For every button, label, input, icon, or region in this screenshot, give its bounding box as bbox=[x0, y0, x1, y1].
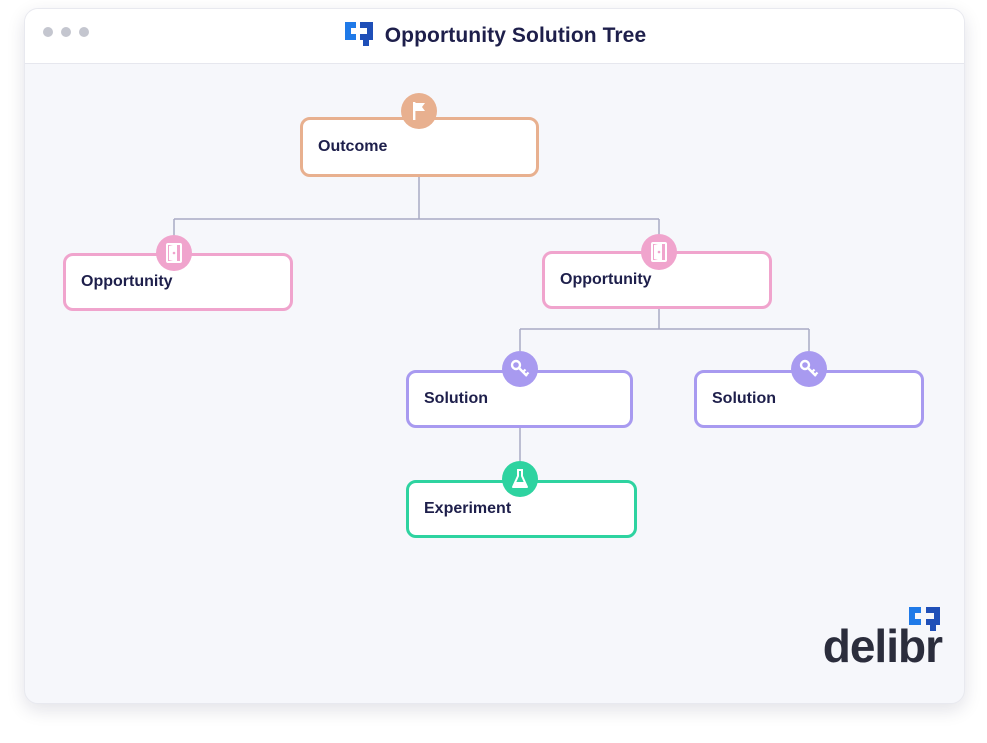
outcome-label: Outcome bbox=[318, 138, 388, 155]
flag-icon bbox=[401, 93, 437, 129]
opportunity-node-left[interactable]: Opportunity bbox=[63, 253, 293, 311]
experiment-label: Experiment bbox=[424, 500, 512, 517]
door-icon bbox=[156, 235, 192, 271]
app-window: Opportunity Solution Tree Outcome Opport… bbox=[24, 8, 965, 704]
title-group: Opportunity Solution Tree bbox=[25, 9, 964, 63]
window-dot-maximize[interactable] bbox=[79, 27, 89, 37]
window-title: Opportunity Solution Tree bbox=[384, 24, 647, 47]
title-bar: Opportunity Solution Tree bbox=[25, 9, 964, 64]
opportunity-right-label: Opportunity bbox=[560, 271, 652, 288]
solution-right-label: Solution bbox=[712, 390, 776, 407]
key-icon bbox=[791, 351, 827, 387]
solution-left-label: Solution bbox=[424, 390, 488, 407]
delibr-brand-logo: delibr bbox=[822, 607, 943, 673]
connector-lines bbox=[173, 177, 810, 461]
delibr-mark-icon bbox=[909, 607, 940, 631]
window-dot-minimize[interactable] bbox=[61, 27, 71, 37]
delibr-logo-icon bbox=[343, 20, 375, 53]
delibr-wordmark: delibr bbox=[822, 620, 943, 672]
solution-node-left[interactable]: Solution bbox=[406, 370, 633, 428]
flask-icon bbox=[502, 461, 538, 497]
key-icon bbox=[502, 351, 538, 387]
window-dot-close[interactable] bbox=[43, 27, 53, 37]
door-icon bbox=[641, 234, 677, 270]
opportunity-left-label: Opportunity bbox=[81, 273, 173, 290]
